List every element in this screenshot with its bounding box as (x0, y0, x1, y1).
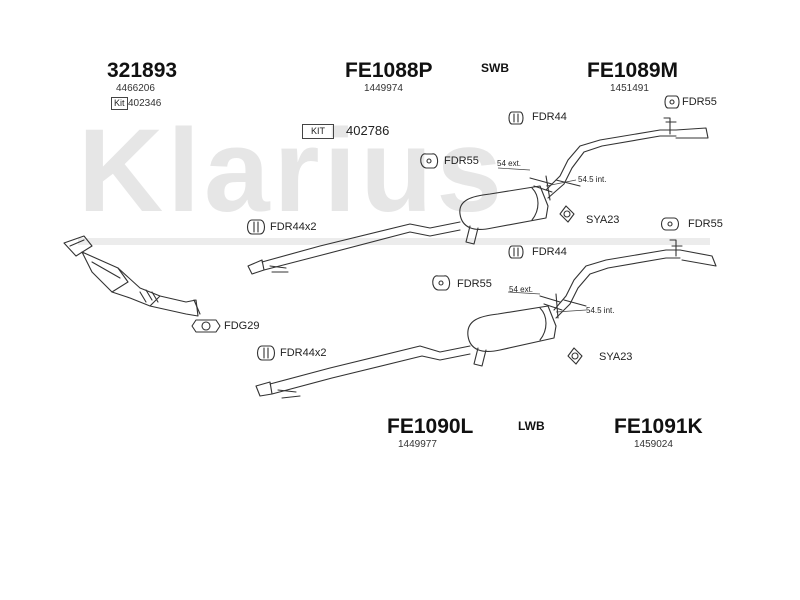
hanger-fdr44-top (508, 111, 524, 125)
kit-number-fe1090l: 1449977 (398, 439, 437, 450)
hanger-fdr55-mid-upper (420, 153, 439, 169)
upper-system (247, 117, 709, 275)
dim-ext-upper: 54 ext. (497, 159, 522, 168)
hanger-fdr44-mid (508, 245, 524, 259)
part-fdr44x2-upper: FDR44x2 (270, 221, 317, 233)
dim-ext-lower: 54 ext. (509, 285, 534, 294)
kit-number-321893: 4466206 (116, 83, 155, 94)
hanger-fdr55-right (660, 217, 680, 231)
clamp-sya23-upper (559, 205, 575, 223)
hanger-fdr44x2-upper (246, 219, 266, 235)
kit-number-fe1088p: 1449974 (364, 83, 403, 94)
wheelbase-lwb: LWB (518, 419, 545, 433)
part-fdr44-top: FDR44 (532, 111, 567, 123)
dim-int-lower: 54.5 int. (586, 306, 615, 315)
kit-code-fe1090l: FE1090L (387, 415, 474, 438)
kit-code-fe1088p: FE1088P (345, 59, 433, 82)
part-sya23-upper: SYA23 (586, 214, 620, 226)
hanger-fdr55-top-right (664, 95, 680, 109)
kit-number-fe1089m: 1451491 (610, 83, 649, 94)
kit-code-fe1089m: FE1089M (587, 59, 679, 82)
wheelbase-swb: SWB (481, 61, 509, 75)
kit-code-321893: 321893 (107, 59, 178, 82)
part-fdr55-mid-lower: FDR55 (457, 278, 492, 290)
part-fdr55-right: FDR55 (688, 218, 723, 230)
part-fdr44-mid: FDR44 (532, 246, 567, 258)
kit-number-fe1091k: 1459024 (634, 439, 673, 450)
kit-box-402786: KIT (302, 124, 335, 139)
watermark-underline (78, 238, 710, 245)
kit-box-label: Kit (111, 97, 128, 110)
kit-number-402786: 402786 (346, 123, 390, 138)
clamp-sya23-lower (567, 347, 583, 365)
hanger-fdr44x2-lower (256, 345, 276, 361)
gasket-fdg29 (191, 319, 221, 333)
part-fdg29: FDG29 (224, 320, 260, 332)
part-fdr55-mid-upper: FDR55 (444, 155, 479, 167)
lower-system (255, 239, 717, 399)
catalytic-converter (63, 235, 201, 317)
part-fdr44x2-lower: FDR44x2 (280, 347, 327, 359)
dim-int-upper: 54.5 int. (578, 175, 607, 184)
kit-code-fe1091k: FE1091K (614, 415, 703, 438)
brand-watermark: Klarius (78, 105, 507, 237)
kit-sub-number: 402346 (128, 98, 162, 109)
hanger-fdr55-mid-lower (432, 275, 451, 291)
part-fdr55-top-right: FDR55 (682, 96, 717, 108)
part-sya23-lower: SYA23 (599, 351, 633, 363)
